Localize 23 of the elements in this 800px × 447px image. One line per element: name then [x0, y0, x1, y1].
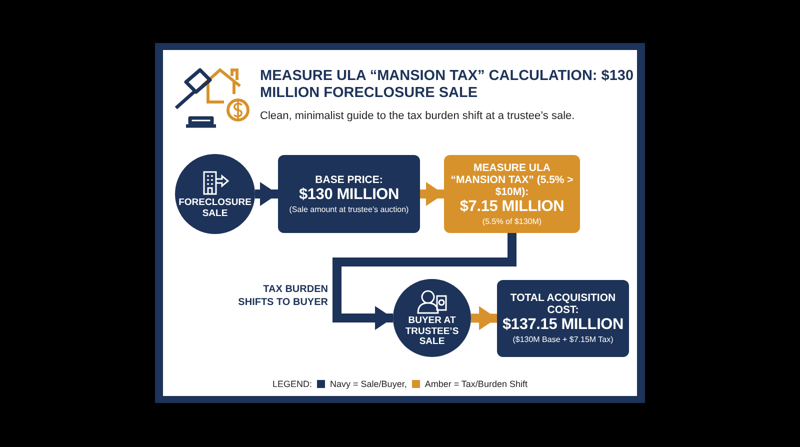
arrow — [255, 182, 278, 206]
box-heading: BASE PRICE: — [315, 174, 383, 186]
arrow — [420, 182, 444, 206]
title: MEASURE ULA “MANSION TAX” CALCULATION: $130 MILLION FORECLOSURE SALE — [260, 68, 635, 103]
node-label: BUYER AT TRUSTEE’S SALE — [404, 316, 460, 348]
box-heading: TOTAL ACQUISITION COST: — [509, 292, 617, 316]
box-note: (5.5% of $130M) — [482, 216, 542, 226]
tax-box — [444, 155, 580, 233]
legend-text: Amber = Tax/Burden Shift — [424, 379, 528, 389]
box-note: ($130M Base + $7.15M Tax) — [512, 335, 614, 345]
amount-value: $130 MILLION — [298, 186, 400, 205]
box-heading: MEASURE ULA “MANSION TAX” (5.5% > $10M): — [450, 162, 574, 198]
legend-text: Navy = Sale/Buyer, — [330, 379, 407, 389]
process-box — [278, 155, 420, 233]
process-box — [497, 280, 629, 357]
box-note: (Sale amount at trustee’s auction) — [289, 204, 409, 214]
amount-value: $137.15 MILLION — [502, 316, 624, 336]
arrow — [470, 306, 498, 330]
node-label: FORECLOSURE SALE — [178, 198, 252, 220]
arrow — [332, 233, 516, 330]
legend-title: LEGEND: — [272, 379, 312, 389]
amount-value: $7.15 MILLION — [460, 198, 564, 217]
subtitle: Clean, minimalist guide to the tax burden shift at a trustee’s sale. — [260, 110, 576, 122]
